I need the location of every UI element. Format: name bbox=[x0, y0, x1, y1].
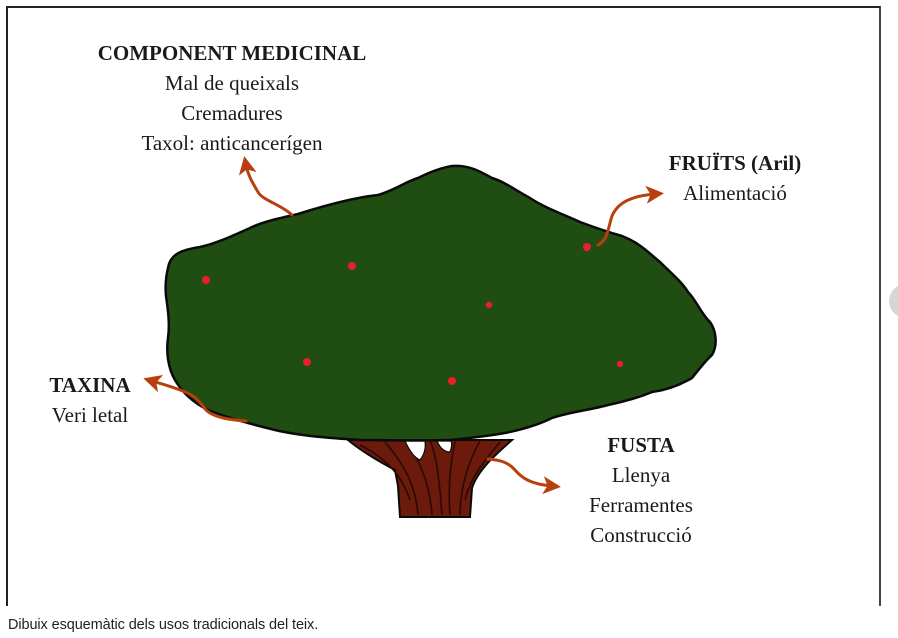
label-fusta-title: FUSTA bbox=[607, 433, 675, 457]
label-fruits-line: Alimentació bbox=[683, 181, 787, 205]
berry bbox=[583, 243, 591, 251]
label-fusta-line: Ferramentes bbox=[589, 493, 693, 517]
label-taxina-line: Veri letal bbox=[51, 403, 129, 427]
arrow-fusta bbox=[486, 457, 561, 495]
label-medicinal-line: Mal de queixals bbox=[164, 71, 300, 95]
arrow-fruits bbox=[596, 185, 664, 247]
label-medicinal-line: Cremadures bbox=[181, 101, 283, 125]
tree-foliage bbox=[164, 164, 717, 442]
label-medicinal: COMPONENT MEDICINAL Mal de queixals Crem… bbox=[62, 38, 402, 158]
berry bbox=[202, 276, 210, 284]
berry bbox=[616, 360, 624, 368]
branch-gaps bbox=[404, 440, 453, 461]
tree-trunk bbox=[345, 439, 515, 518]
label-fusta: FUSTA Llenya Ferramentes Construcció bbox=[566, 430, 716, 550]
arrows bbox=[143, 156, 664, 495]
berry bbox=[348, 262, 356, 270]
figure-caption: Dibuix esquemàtic dels usos tradicionals… bbox=[8, 617, 319, 633]
berries bbox=[202, 243, 624, 385]
label-fruits-title: FRUÏTS (Aril) bbox=[668, 151, 802, 175]
label-fusta-line: Construcció bbox=[590, 523, 692, 547]
arrow-taxina bbox=[143, 374, 248, 423]
label-taxina: TAXINA Veri letal bbox=[30, 370, 150, 430]
carousel-next-button[interactable] bbox=[889, 284, 898, 318]
berry bbox=[485, 301, 493, 309]
label-medicinal-title: COMPONENT MEDICINAL bbox=[97, 41, 367, 65]
label-fusta-line: Llenya bbox=[611, 463, 671, 487]
label-medicinal-line: Taxol: anticancerígen bbox=[141, 131, 323, 155]
label-fruits: FRUÏTS (Aril) Alimentació bbox=[650, 148, 820, 208]
label-taxina-title: TAXINA bbox=[49, 373, 131, 397]
arrow-medicinal bbox=[238, 156, 294, 217]
berry bbox=[303, 358, 311, 366]
berry bbox=[448, 377, 456, 385]
yew-tree-diagram bbox=[143, 156, 717, 518]
